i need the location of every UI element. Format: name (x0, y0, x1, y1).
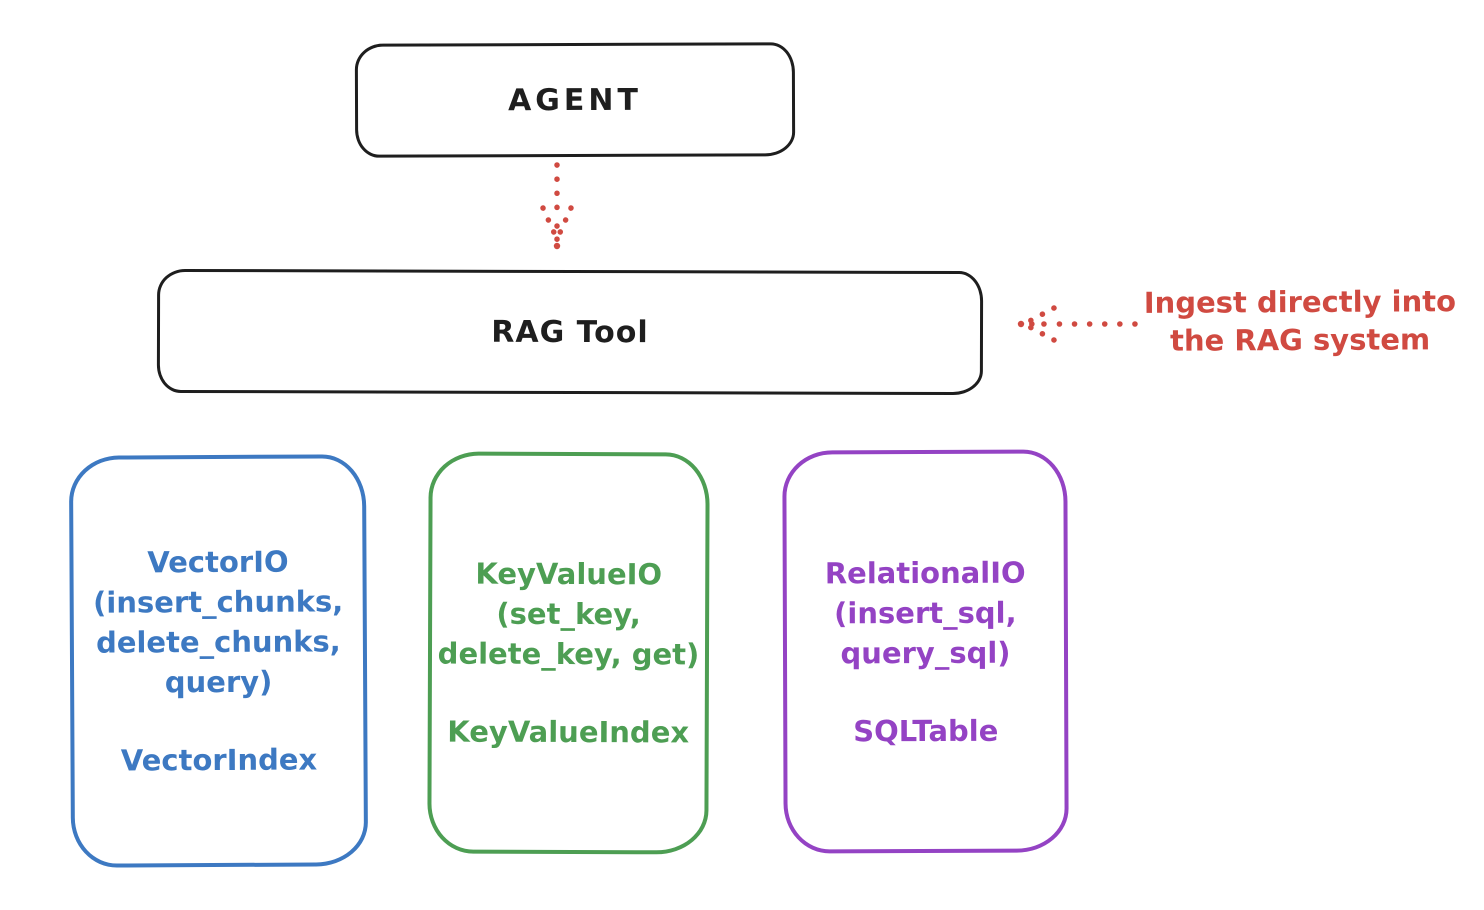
ingest-annotation-arrow-icon (1017, 305, 1138, 343)
keyvalueio-index-label: KeyValueIndex (447, 714, 690, 750)
keyvalueio-methods: KeyValueIO (set_key, delete_key, get) (438, 554, 700, 675)
ingest-annotation-line2: the RAG system (1169, 322, 1431, 358)
agent-label: AGENT (507, 82, 643, 118)
relationalio-method-line: (insert_sql, (834, 595, 1017, 630)
keyvalueio-method-line: delete_key, get) (437, 636, 700, 672)
vectorio-index-label: VectorIndex (120, 742, 318, 778)
ingest-annotation: Ingest directly into the RAG system (1130, 282, 1470, 360)
vectorio-title: VectorIO (147, 544, 289, 580)
keyvalueio-method-line: (set_key, (496, 596, 641, 632)
vectorio-method-line: delete_chunks, (95, 624, 341, 660)
relationalio-method-line: query_sql) (840, 635, 1011, 670)
relationalio-index-label: SQLTable (853, 713, 999, 748)
vectorio-methods: VectorIO (insert_chunks, delete_chunks, … (93, 541, 344, 702)
relationalio-box: RelationalIO (insert_sql, query_sql) SQL… (782, 449, 1069, 854)
vectorio-method-line: (insert_chunks, (93, 584, 344, 620)
agent-box: AGENT (354, 42, 796, 158)
rag-tool-label: RAG Tool (491, 314, 649, 350)
ingest-annotation-line1: Ingest directly into (1143, 284, 1457, 320)
vectorio-box: VectorIO (insert_chunks, delete_chunks, … (68, 454, 369, 868)
rag-tool-box: RAG Tool (156, 268, 984, 396)
relationalio-methods: RelationalIO (insert_sql, query_sql) (825, 552, 1026, 673)
keyvalueio-box: KeyValueIO (set_key, delete_key, get) Ke… (427, 451, 710, 855)
relationalio-title: RelationalIO (824, 555, 1026, 590)
vectorio-method-line: query) (164, 664, 273, 700)
agent-to-rag-arrow-icon (540, 162, 574, 250)
keyvalueio-title: KeyValueIO (475, 556, 663, 592)
